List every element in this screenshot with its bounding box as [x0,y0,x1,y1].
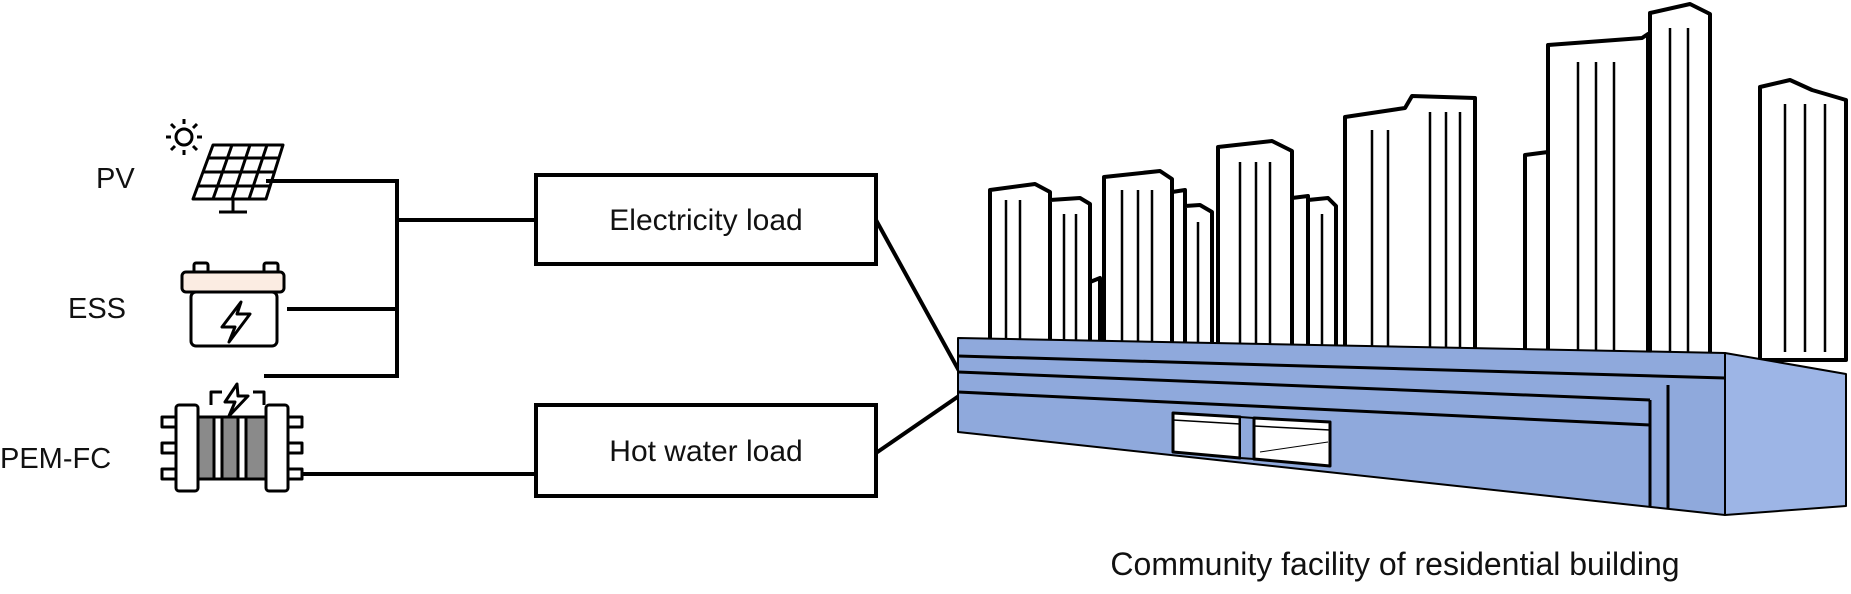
solar-panel-icon [191,143,285,214]
hot-water-load-box: Hot water load [534,403,878,498]
tower-detail-lines [1004,28,1827,352]
hot-water-load-label: Hot water load [609,435,802,468]
facility-caption: Community facility of residential buildi… [1110,546,1679,582]
community-facility-building [957,337,1847,516]
electricity-load-box: Electricity load [534,173,878,266]
pemfc-label: PEM-FC [0,443,111,475]
fuel-cell-stack-icon [160,382,304,493]
ess-label: ESS [68,293,126,325]
pv-label: PV [96,163,135,195]
battery-icon [180,261,286,348]
connection-lines [264,179,971,476]
sun-icon [166,119,202,155]
residential-towers [988,2,1848,362]
electricity-load-label: Electricity load [609,204,802,237]
